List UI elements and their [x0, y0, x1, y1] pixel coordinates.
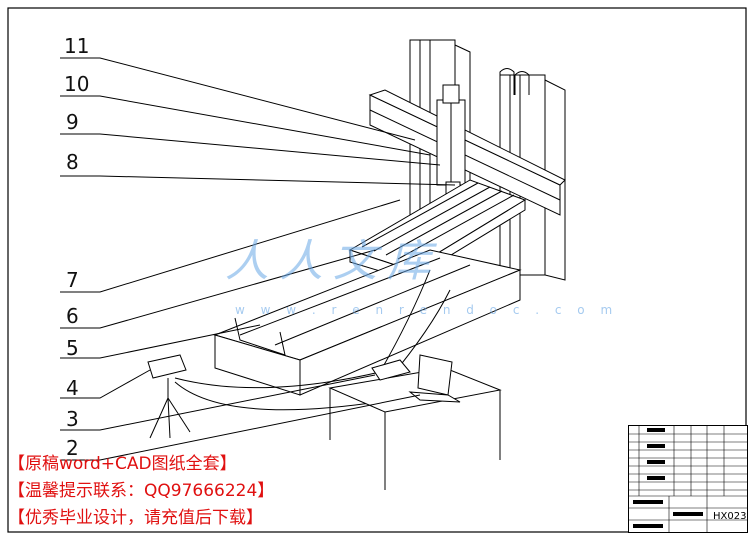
banner-contact: 【温馨提示联系：QQ97666224】: [8, 481, 275, 501]
banner-original-files: 【原稿word+CAD图纸全套】: [8, 454, 237, 474]
callout-7: 7: [66, 268, 79, 292]
title-block-grid: [629, 426, 747, 532]
callout-5: 5: [66, 336, 79, 360]
callout-11: 11: [64, 34, 90, 58]
sheet-border: [7, 7, 747, 533]
leader-lines: [60, 57, 456, 461]
watermark-text: 人人文库: [225, 236, 441, 287]
computer-table: [328, 354, 502, 490]
callout-2: 2: [66, 436, 79, 460]
callout-10: 10: [64, 72, 90, 96]
watermark-url: w w w . r e n r e n d o c . c o m: [235, 303, 619, 317]
drawing-number: HX023: [713, 511, 747, 522]
callout-8: 8: [66, 150, 79, 174]
title-block: HX023: [628, 425, 748, 533]
callout-6: 6: [66, 304, 79, 328]
callout-9: 9: [66, 110, 79, 134]
banner-download: 【优秀毕业设计，请充值后下载】: [8, 508, 263, 528]
laser-tracker-tripod: [147, 354, 191, 439]
callout-4: 4: [66, 376, 79, 400]
callout-3: 3: [66, 407, 79, 431]
machine-bed: [213, 249, 522, 396]
